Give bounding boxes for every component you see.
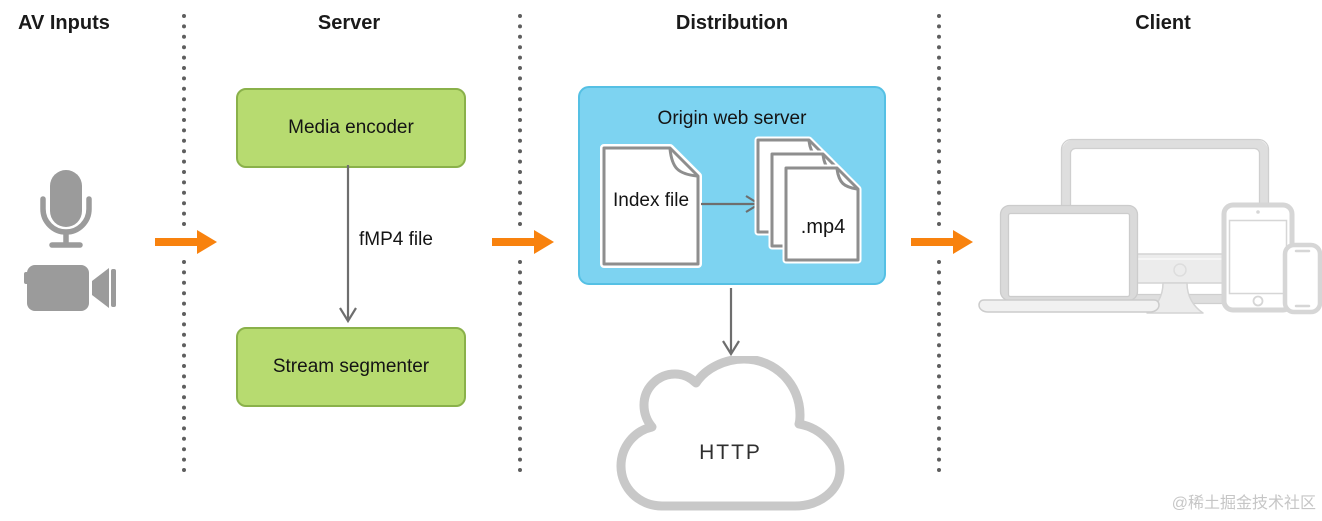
origin-web-server-title: Origin web server xyxy=(657,108,807,129)
fmp4-flow-label: fMP4 file xyxy=(359,229,433,250)
watermark-text: @稀土掘金技术社区 xyxy=(1171,495,1316,512)
arrow-orange-server-to-distribution xyxy=(492,230,554,254)
divider-dotted-2 xyxy=(518,14,522,472)
client-devices-icon xyxy=(978,138,1322,315)
laptop-icon xyxy=(978,204,1160,313)
header-server: Server xyxy=(317,12,381,34)
stream-segmenter-label: Stream segmenter xyxy=(272,356,430,377)
index-file-document-icon xyxy=(600,144,702,268)
media-encoder-box: Media encoder xyxy=(236,88,466,168)
header-client: Client xyxy=(1135,12,1191,34)
arrow-orange-distribution-to-client xyxy=(911,230,973,254)
http-cloud-icon xyxy=(616,356,845,511)
mp4-segments-stack-icon xyxy=(754,136,862,264)
divider-dotted-3 xyxy=(937,14,941,472)
arrow-encoder-to-segmenter xyxy=(339,165,357,324)
divider-dotted-1 xyxy=(182,14,186,472)
video-camera-icon xyxy=(24,265,116,311)
smartphone-icon xyxy=(1282,242,1322,315)
header-distribution: Distribution xyxy=(675,12,789,34)
stream-segmenter-box: Stream segmenter xyxy=(236,327,466,407)
index-file-label: Index file xyxy=(612,190,690,211)
header-av-inputs: AV Inputs xyxy=(18,12,110,34)
mp4-label: .mp4 xyxy=(800,216,846,238)
media-encoder-label: Media encoder xyxy=(288,117,414,138)
arrow-orange-inputs-to-server xyxy=(155,230,217,254)
microphone-icon xyxy=(40,170,92,248)
http-label: HTTP xyxy=(699,441,762,464)
arrow-origin-to-http xyxy=(722,288,740,357)
tablet-icon xyxy=(1221,202,1295,313)
